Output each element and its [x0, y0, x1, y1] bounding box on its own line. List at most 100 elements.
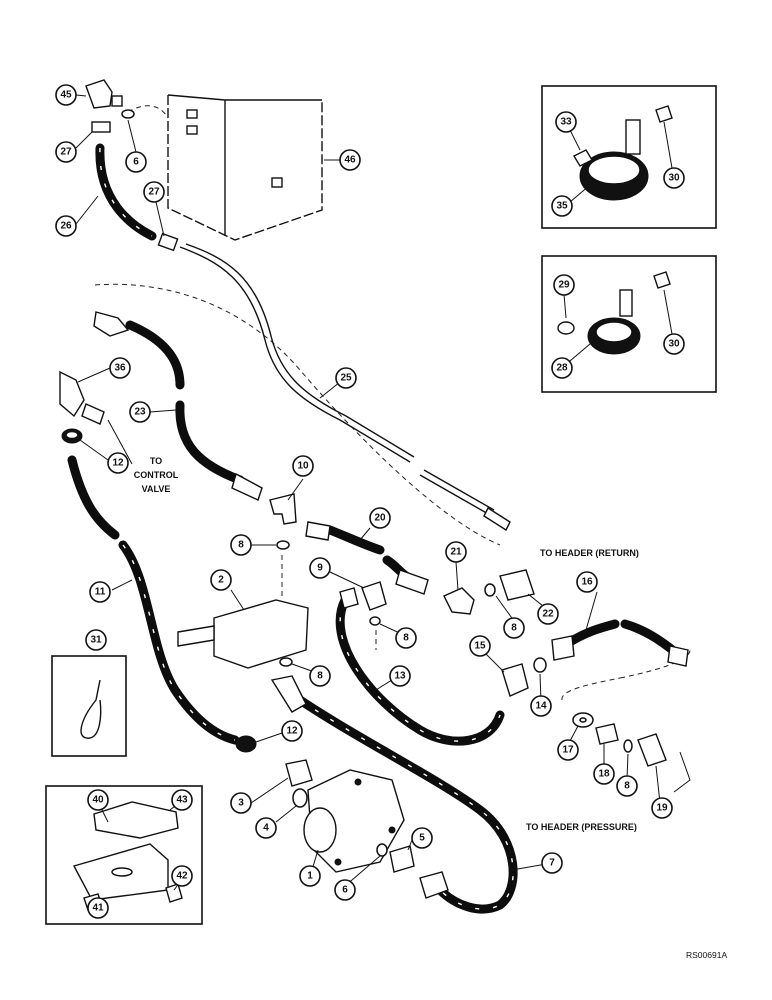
svg-text:17: 17 — [562, 745, 574, 756]
svg-text:30: 30 — [668, 339, 680, 350]
callout-22: 22 — [537, 603, 559, 625]
inset-strap-31 — [51, 655, 127, 757]
svg-text:20: 20 — [374, 513, 386, 524]
svg-text:13: 13 — [394, 671, 406, 682]
direction-labels: TO CONTROL VALVE TO HEADER (RETURN) TO H… — [134, 456, 728, 960]
callout-8-below-valve: 8 — [309, 665, 331, 687]
svg-text:28: 28 — [556, 363, 568, 374]
label-to-control-valve-line3: VALVE — [142, 484, 171, 494]
callout-23: 23 — [129, 401, 151, 423]
callout-11: 11 — [89, 581, 111, 603]
svg-text:15: 15 — [474, 641, 486, 652]
callout-18: 18 — [593, 763, 615, 785]
label-to-header-return: TO HEADER (RETURN) — [540, 548, 639, 558]
svg-text:43: 43 — [176, 795, 188, 806]
svg-text:35: 35 — [556, 201, 568, 212]
svg-text:23: 23 — [134, 407, 146, 418]
callout-5: 5 — [411, 827, 433, 849]
svg-text:6: 6 — [342, 885, 348, 896]
callout-30-upper: 30 — [663, 167, 685, 189]
svg-text:16: 16 — [581, 577, 593, 588]
callout-41: 41 — [87, 897, 109, 919]
callout-16: 16 — [576, 571, 598, 593]
callout-19: 19 — [651, 797, 673, 819]
callout-7: 7 — [541, 852, 563, 874]
callout-26: 26 — [55, 215, 77, 237]
svg-text:3: 3 — [238, 798, 244, 809]
svg-text:33: 33 — [560, 117, 572, 128]
callout-33: 33 — [555, 111, 577, 133]
callout-21: 21 — [445, 541, 467, 563]
callout-12-lower: 12 — [281, 720, 303, 742]
svg-text:11: 11 — [95, 587, 106, 598]
callout-6-upper: 6 — [125, 151, 147, 173]
svg-text:22: 22 — [542, 609, 554, 620]
svg-text:8: 8 — [403, 633, 409, 644]
svg-text:8: 8 — [511, 623, 517, 634]
svg-text:19: 19 — [656, 803, 668, 814]
callout-20: 20 — [369, 507, 391, 529]
svg-text:1: 1 — [307, 871, 313, 882]
callout-12-upper: 12 — [107, 452, 129, 474]
svg-text:5: 5 — [419, 833, 425, 844]
svg-text:8: 8 — [624, 781, 630, 792]
callout-8-near-10: 8 — [230, 534, 252, 556]
svg-text:40: 40 — [92, 795, 104, 806]
label-to-header-pressure: TO HEADER (PRESSURE) — [526, 822, 637, 832]
callout-31: 31 — [85, 629, 107, 651]
callout-6-lower: 6 — [334, 879, 356, 901]
svg-text:2: 2 — [218, 575, 224, 586]
svg-text:41: 41 — [92, 903, 104, 914]
svg-text:7: 7 — [549, 858, 555, 869]
callout-27-lower: 27 — [143, 181, 165, 203]
callout-8-near-19: 8 — [616, 775, 638, 797]
callout-30-lower: 30 — [663, 333, 685, 355]
callout-25: 25 — [335, 367, 357, 389]
callout-8-near-9: 8 — [395, 627, 417, 649]
svg-text:4: 4 — [263, 823, 269, 834]
svg-text:42: 42 — [176, 871, 188, 882]
callout-10: 10 — [292, 455, 314, 477]
svg-text:6: 6 — [133, 157, 139, 168]
callout-8-near-22: 8 — [503, 617, 525, 639]
callout-45: 45 — [55, 84, 77, 106]
callout-28: 28 — [551, 357, 573, 379]
svg-text:14: 14 — [535, 701, 547, 712]
callout-29: 29 — [553, 274, 575, 296]
return-tube — [179, 243, 511, 532]
svg-text:27: 27 — [148, 187, 160, 198]
callout-27-upper: 27 — [55, 141, 77, 163]
callout-4: 4 — [255, 817, 277, 839]
callout-42: 42 — [171, 865, 193, 887]
callout-35: 35 — [551, 195, 573, 217]
label-to-control-valve-line1: TO — [150, 456, 162, 466]
svg-text:10: 10 — [297, 461, 309, 472]
svg-text:9: 9 — [317, 563, 323, 574]
svg-text:29: 29 — [558, 280, 570, 291]
callout-36: 36 — [109, 357, 131, 379]
svg-text:21: 21 — [450, 547, 462, 558]
svg-text:18: 18 — [598, 769, 610, 780]
fittings — [59, 79, 689, 899]
svg-text:36: 36 — [114, 363, 126, 374]
callout-1: 1 — [299, 865, 321, 887]
svg-text:8: 8 — [238, 540, 244, 551]
svg-text:45: 45 — [60, 90, 72, 101]
svg-text:27: 27 — [60, 147, 72, 158]
callout-15: 15 — [469, 635, 491, 657]
svg-text:8: 8 — [317, 671, 323, 682]
svg-text:12: 12 — [286, 726, 298, 737]
callout-2: 2 — [210, 569, 232, 591]
callout-3: 3 — [230, 792, 252, 814]
svg-text:25: 25 — [340, 373, 352, 384]
callout-17: 17 — [557, 739, 579, 761]
figure-code: RS00691A — [686, 950, 727, 960]
callout-43: 43 — [171, 789, 193, 811]
svg-text:12: 12 — [112, 458, 124, 469]
svg-text:30: 30 — [668, 173, 680, 184]
inset-bracket-40-43 — [45, 785, 203, 925]
svg-text:31: 31 — [90, 635, 102, 646]
label-to-control-valve-line2: CONTROL — [134, 470, 179, 480]
callout-13: 13 — [389, 665, 411, 687]
